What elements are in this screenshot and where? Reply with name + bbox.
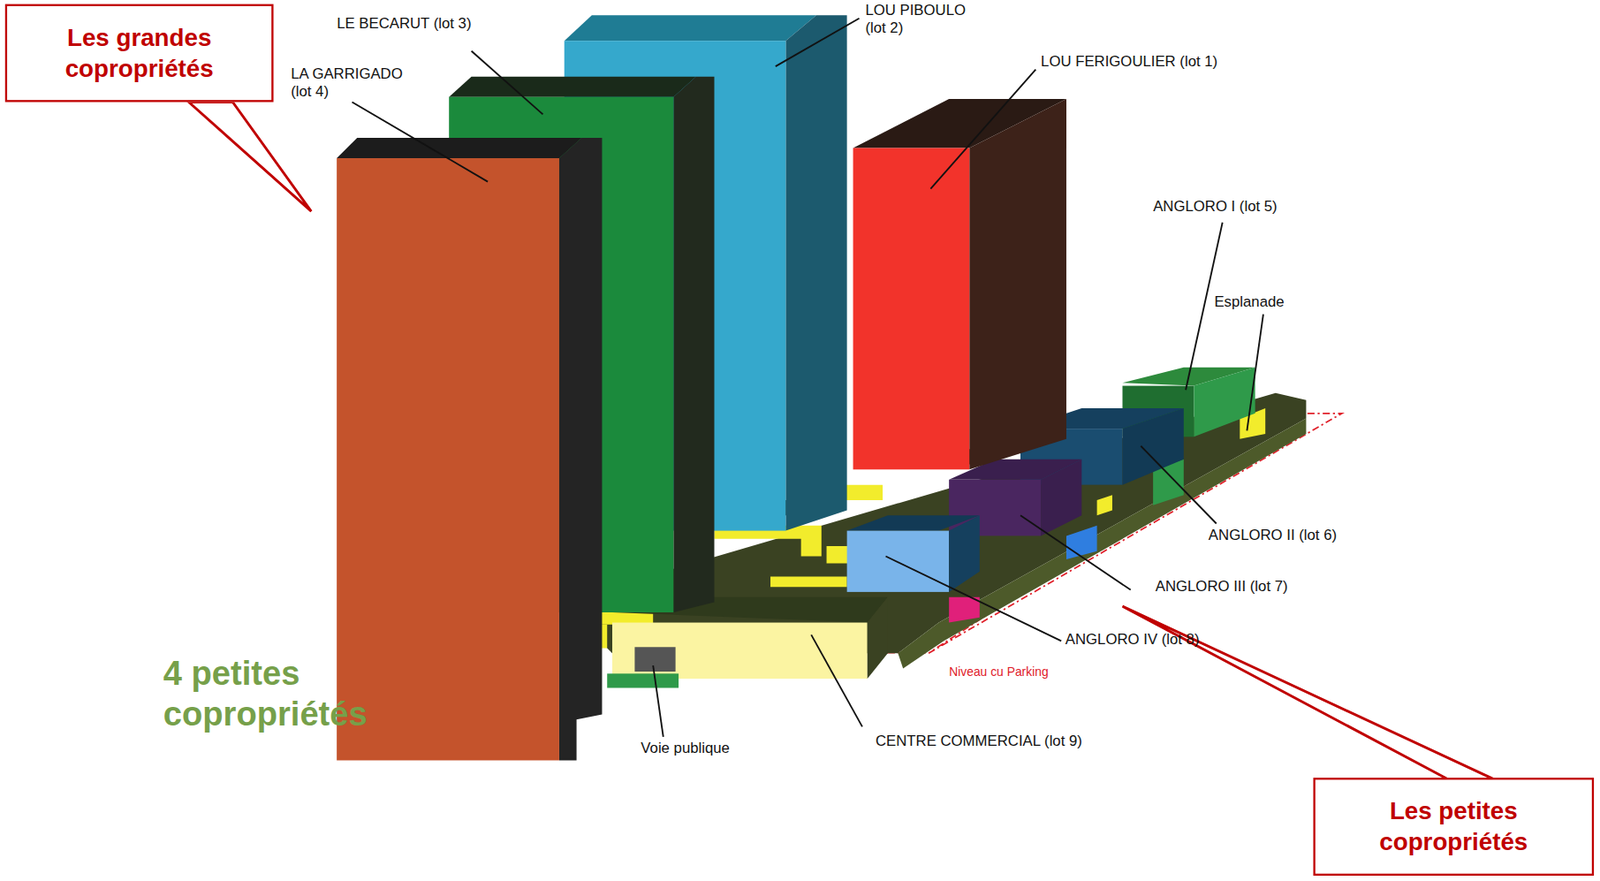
commercial-centre — [612, 622, 868, 680]
callout-text: Les grandes copropriétés — [17, 22, 262, 84]
tower-side — [559, 137, 603, 761]
leader-lines — [351, 18, 1263, 737]
building-label: LOU FERIGOULIER (lot 1) — [1040, 53, 1266, 71]
building-label: ANGLORO I (lot 5) — [1152, 197, 1337, 216]
tower-side — [673, 76, 714, 613]
tower-side — [785, 15, 847, 531]
area-label: Esplanade — [1213, 292, 1327, 311]
tower-front — [853, 147, 971, 470]
angloro-block — [948, 597, 980, 623]
angloro-block — [1122, 408, 1184, 486]
tower-side — [969, 98, 1067, 470]
building-label: ANGLORO III (lot 7) — [1134, 577, 1288, 596]
building-label: CENTRE COMMERCIAL (lot 9) — [875, 732, 1111, 751]
building-label: LOU PIBOULO (lot 2) — [864, 1, 988, 38]
callout-box: Les grandes copropriétés — [5, 4, 274, 103]
green-base — [606, 673, 679, 688]
callout-box: Les petites copropriétés — [1312, 777, 1594, 876]
leader-line — [886, 555, 1062, 641]
callout-text: Les petites copropriétés — [1325, 796, 1582, 857]
tower-front — [336, 158, 560, 760]
public-road — [634, 646, 675, 672]
leader-line — [1246, 314, 1263, 432]
tower-top — [336, 137, 582, 159]
leader-line — [1020, 515, 1131, 590]
building-label: LA GARRIGADO (lot 4) — [290, 65, 418, 101]
group-label: 4 petites copropriétés — [163, 652, 342, 734]
leader-line — [351, 102, 488, 182]
road-label: Voie publique — [640, 739, 774, 758]
tower-top — [448, 76, 697, 98]
level-label: Niveau cu Parking — [948, 664, 1102, 680]
tower-top — [564, 15, 817, 41]
leader-line — [811, 634, 863, 727]
commercial-centre-side — [867, 597, 888, 679]
leader-line — [930, 69, 1036, 190]
leader-line — [471, 51, 544, 115]
angloro-block — [1040, 459, 1082, 537]
leader-line — [652, 665, 664, 737]
callout-tail — [189, 102, 312, 213]
building-label: LE BECARUT (lot 3) — [336, 15, 490, 33]
angloro-block — [948, 515, 980, 592]
building-label: ANGLORO II (lot 6) — [1204, 526, 1337, 545]
angloro-block — [1193, 367, 1255, 438]
yellow-strip — [770, 576, 848, 588]
angloro-block — [1066, 525, 1098, 560]
yellow-strip — [1097, 494, 1113, 516]
building-label: ANGLORO IV (lot 8) — [1065, 630, 1259, 649]
leader-line — [1140, 446, 1216, 524]
leader-line — [775, 18, 860, 67]
